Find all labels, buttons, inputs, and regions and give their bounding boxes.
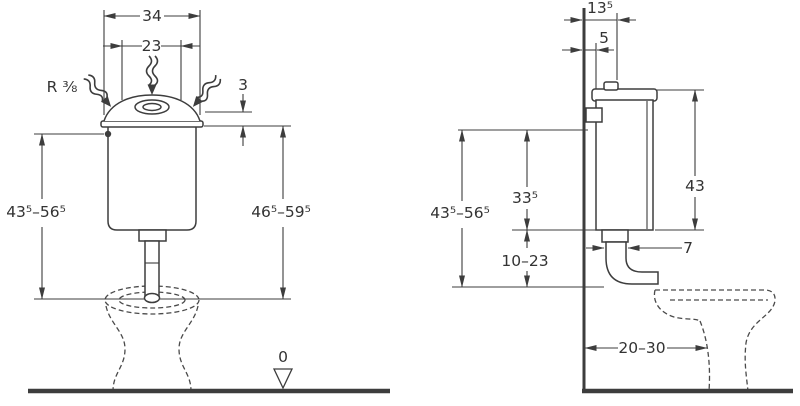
front-labels: 34 23 3 R ⅜ 43⁵–56⁵ 46⁵–59⁵ 0: [6, 7, 311, 366]
flush-button-inner: [142, 102, 162, 112]
cistern-lid-rim: [100, 120, 204, 128]
dim-height-top-label: 46⁵–59⁵: [251, 203, 311, 221]
outlet-nut: [138, 229, 167, 242]
dim-wall-bowl-label: 20–30: [618, 339, 665, 357]
flush-bend-pipe: [605, 241, 659, 285]
cistern-side: [585, 81, 659, 285]
dim-inlet-outlet-label: 33⁵: [512, 189, 538, 207]
floor-datum-label: 0: [278, 348, 288, 366]
side-dimension-lines: [452, 13, 708, 351]
cistern-body-side: [595, 99, 654, 231]
cistern-body: [107, 121, 197, 231]
side-labels: 13⁵ 5 33⁵ 43 43⁵–56⁵ 10–23 7 20–30: [430, 0, 705, 357]
cistern-lid-dome: [103, 94, 201, 122]
floor-datum-triangle: [272, 368, 294, 390]
dim-supply-offset-label: 5: [599, 29, 609, 47]
cistern-lid-side: [591, 88, 658, 102]
water-inlet-arrow-right-icon: [187, 72, 224, 112]
dim-width-label: 34: [142, 7, 162, 25]
supply-connection: [585, 107, 603, 123]
dim-pipe-offset-label: 7: [683, 239, 693, 257]
water-inlet-point: [104, 130, 112, 138]
supply-thread-label: R ⅜: [47, 78, 78, 96]
dim-height-inlet-side-label: 43⁵–56⁵: [430, 204, 490, 222]
dim-inner-width-label: 23: [142, 37, 162, 55]
side-view: 13⁵ 5 33⁵ 43 43⁵–56⁵ 10–23 7 20–30: [430, 0, 793, 394]
flush-pipe-front: [144, 240, 160, 299]
dim-height-inlet-label: 43⁵–56⁵: [6, 203, 66, 221]
front-view: 34 23 3 R ⅜ 43⁵–56⁵ 46⁵–59⁵ 0: [6, 7, 390, 394]
toilet-bowl-side-outline: [653, 289, 776, 392]
cistern-front: [100, 94, 204, 304]
water-inlet-arrow-left-icon: [80, 72, 117, 112]
flush-pipe-end: [143, 292, 161, 304]
flush-knob-side: [603, 81, 619, 91]
outlet-valve-side: [601, 229, 629, 243]
dim-depth-label: 13⁵: [587, 0, 613, 17]
front-dimension-lines: [34, 10, 291, 300]
dim-cistern-height-label: 43: [685, 177, 705, 195]
water-inlet-arrow-top-icon: [145, 55, 159, 96]
flush-button-outer: [134, 99, 170, 115]
dim-lid-height-label: 3: [238, 76, 248, 94]
dim-flush-bend-range-label: 10–23: [501, 252, 548, 270]
